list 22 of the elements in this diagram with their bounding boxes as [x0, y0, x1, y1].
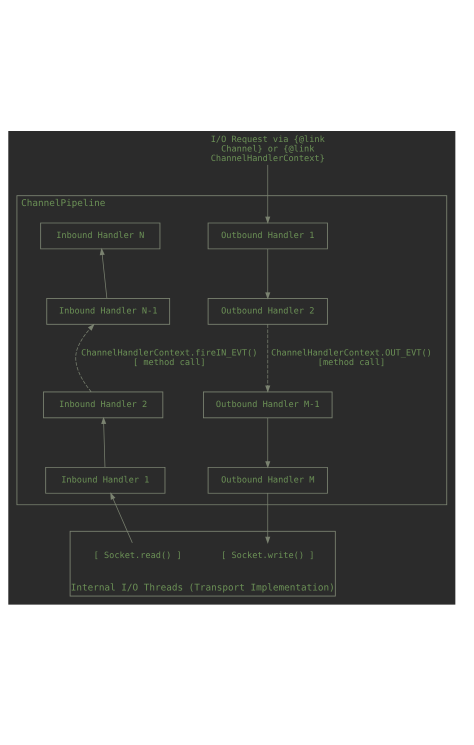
- arrow: [101, 416, 106, 468]
- node-box: Inbound Handler N-1: [46, 298, 170, 324]
- arrow: [110, 492, 133, 543]
- node-box: Inbound Handler 1: [45, 466, 166, 494]
- arrow: [265, 416, 270, 468]
- arrow: [265, 248, 270, 300]
- node-box: Outbound Handler 1: [208, 222, 328, 249]
- arrow: [265, 164, 270, 224]
- edge-label: ChannelHandlerContext.OUT_EVT() [method call]: [271, 348, 432, 368]
- node-text: [ Socket.write() ]: [221, 550, 314, 561]
- arrow: [265, 324, 270, 392]
- node-box: Outbound Handler M-1: [203, 390, 333, 418]
- arrow: [100, 247, 108, 298]
- node-box: Inbound Handler 2: [43, 390, 164, 418]
- arrow: [265, 492, 270, 544]
- node-text: I/O Request via {@link Channel} or {@link ChannelHandlerContext}: [210, 134, 325, 164]
- edge-label: ChannelHandlerContext.fireIN_EVT() [ method call]: [81, 348, 258, 368]
- node-box: Outbound Handler 2: [208, 298, 328, 324]
- arrow: [75, 323, 95, 392]
- node-text: [ Socket.read() ]: [94, 550, 182, 561]
- node-box: Inbound Handler N: [40, 222, 160, 249]
- node-box: Outbound Handler M: [208, 466, 328, 494]
